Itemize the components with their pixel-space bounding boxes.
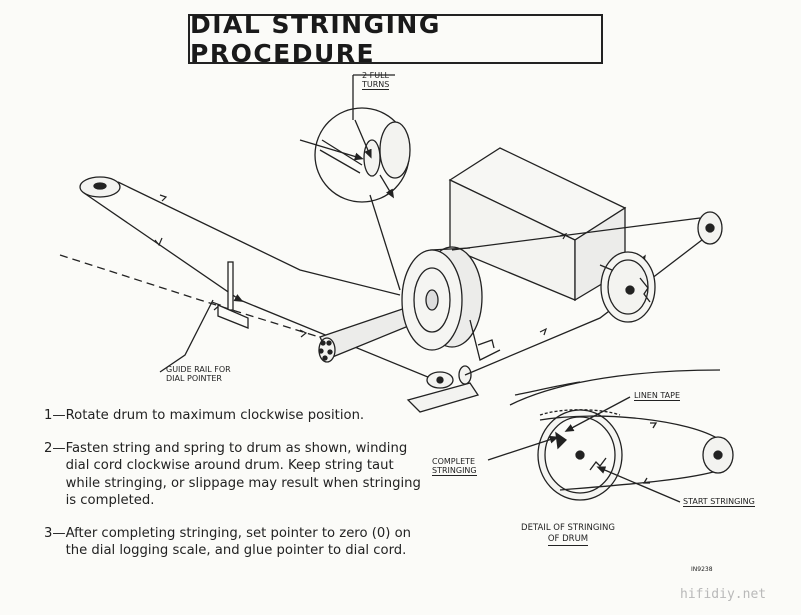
start-stringing-label: START STRINGING [683, 497, 755, 507]
left-pulley [79, 176, 121, 198]
bracket [406, 382, 480, 413]
step-3: 3— After completing stringing, set point… [44, 525, 424, 560]
complete-line1: COMPLETE [432, 457, 476, 466]
complete-stringing-label: COMPLETE STRINGING [432, 457, 477, 476]
guide-rail-line2: DIAL POINTER [166, 374, 222, 383]
step-3-number: 3— [44, 525, 66, 541]
detail-caption-line1: DETAIL OF STRINGING [521, 523, 615, 533]
dial-pointer [217, 261, 249, 329]
capacitor-box [448, 147, 627, 302]
catalog-number: IN9238 [691, 566, 713, 573]
dial-cord-upper-left [117, 181, 401, 296]
step-2-number: 2— [44, 440, 66, 456]
step-1-number: 1— [44, 408, 66, 423]
detail-pulley [702, 436, 734, 474]
guide-rail-label: GUIDE RAIL FOR DIAL POINTER [166, 365, 231, 383]
step-1-text: Rotate drum to maximum clockwise positio… [65, 408, 365, 423]
drum [401, 246, 501, 361]
dial-cord-upper-right [451, 217, 701, 251]
linen-tape-label: LINEN TAPE [634, 391, 680, 401]
detail-drum [537, 409, 623, 501]
watermark: hifidiy.net [680, 587, 767, 602]
detail-caption: DETAIL OF STRINGING OF DRUM [513, 523, 623, 546]
complete-line2: STRINGING [432, 466, 477, 476]
full-turns-line2: TURNS [362, 80, 390, 90]
detail-divider [509, 369, 721, 406]
step-1: 1— Rotate drum to maximum clockwise posi… [44, 407, 424, 425]
dial-cord-lower-right [464, 229, 716, 376]
gang-drum [599, 251, 656, 323]
magnifier-top [299, 74, 411, 291]
right-pulley [697, 211, 723, 245]
idler-pulley [426, 365, 472, 389]
step-2-text: Fasten string and spring to drum as show… [65, 440, 421, 509]
start-stringing-text: START STRINGING [683, 497, 755, 507]
step-2: 2— Fasten string and spring to drum as s… [44, 440, 424, 510]
linen-tape-text: LINEN TAPE [634, 391, 680, 401]
guide-rail [59, 254, 346, 346]
step-3-text: After completing stringing, set pointer … [65, 525, 412, 559]
dial-cord-lower-left [83, 192, 441, 383]
page-title: DIAL STRINGING PROCEDURE [188, 10, 603, 68]
guide-rail-line1: GUIDE RAIL FOR [166, 365, 231, 374]
procedure-steps: 1— Rotate drum to maximum clockwise posi… [44, 407, 424, 575]
full-turns-label: 2 FULL TURNS [362, 71, 390, 90]
detail-caption-line2: OF DRUM [547, 534, 589, 546]
full-turns-line1: 2 FULL [362, 71, 390, 80]
